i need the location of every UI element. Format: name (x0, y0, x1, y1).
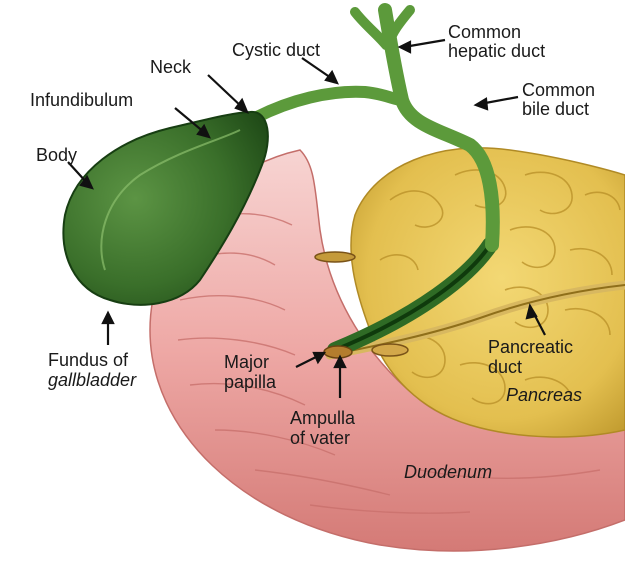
label-pancreatic-duct-2: duct (488, 357, 522, 377)
label-fundus-1: Fundus of (48, 350, 128, 370)
label-ampulla-1: Ampulla (290, 408, 355, 428)
label-body: Body (36, 145, 77, 165)
label-major-papilla-2: papilla (224, 372, 276, 392)
label-pancreas: Pancreas (506, 385, 582, 405)
ampulla-opening (372, 344, 408, 356)
label-neck: Neck (150, 57, 191, 77)
major-papilla-opening (324, 346, 352, 358)
label-common-bile-duct-1: Common (522, 80, 595, 100)
label-ampulla-2: of vater (290, 428, 350, 448)
label-cystic-duct: Cystic duct (232, 40, 320, 60)
label-common-hepatic-duct-1: Common (448, 22, 521, 42)
label-pancreatic-duct-1: Pancreatic (488, 337, 573, 357)
minor-papilla-opening (315, 252, 355, 262)
label-common-hepatic-duct-2: hepatic duct (448, 41, 545, 61)
label-infundibulum: Infundibulum (30, 90, 133, 110)
label-major-papilla-1: Major (224, 352, 269, 372)
label-fundus-2: gallbladder (48, 370, 136, 390)
label-common-bile-duct-2: bile duct (522, 99, 589, 119)
cystic-duct (255, 92, 402, 118)
label-duodenum: Duodenum (404, 462, 492, 482)
